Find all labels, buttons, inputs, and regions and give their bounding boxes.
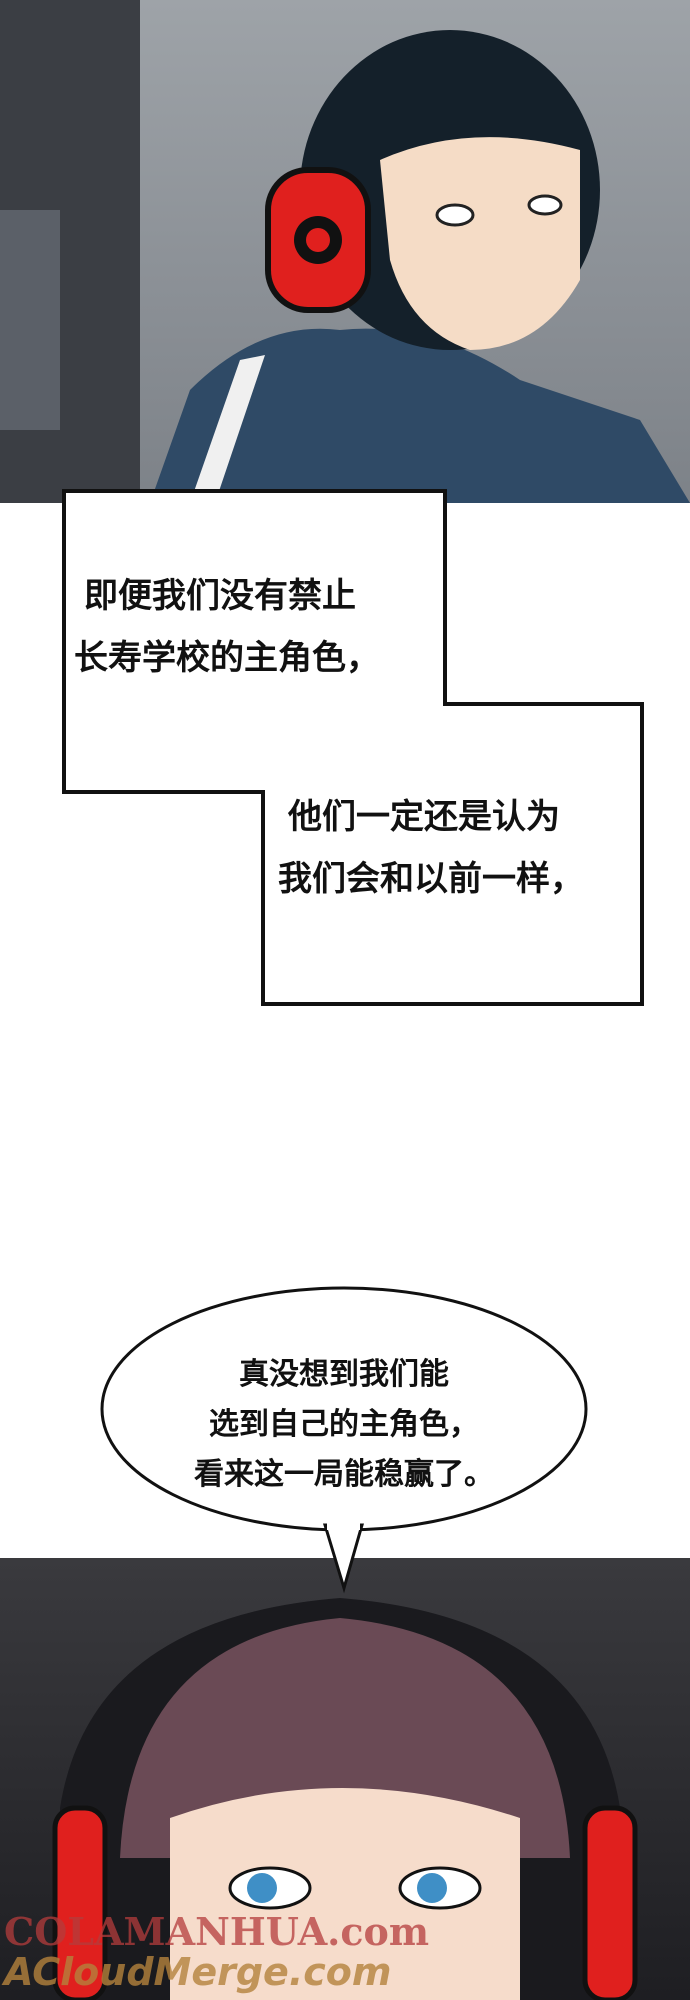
caption-line: 他们一定还是认为 (288, 797, 560, 837)
eye (247, 1873, 277, 1903)
speech-line: 看来这一局能稳赢了。 (194, 1457, 494, 1492)
caption-box-1: 即便我们没有禁止 长寿学校的主角色， (74, 565, 380, 689)
boy-gamer-illustration (52, 1598, 638, 2000)
speech-line: 选到自己的主角色， (209, 1407, 479, 1442)
jacket (150, 328, 690, 503)
hair (120, 1618, 570, 1858)
comic-panel-boy-gamer (0, 1558, 690, 2000)
eye (527, 194, 563, 216)
caption-line: 我们会和以前一样， (278, 859, 584, 899)
speech-line: 真没想到我们能 (239, 1357, 449, 1392)
headset-earcup (52, 1805, 108, 2000)
jacket-stripe (190, 355, 265, 503)
caption-box-2: 他们一定还是认为 我们会和以前一样， (278, 786, 584, 910)
face (170, 1788, 520, 2000)
computer-case (0, 210, 60, 430)
watermark-line: COLAMANHUA.com (4, 1909, 430, 1954)
watermark-line: ACloudMerge.com (4, 1950, 392, 1994)
eye (417, 1873, 447, 1903)
speech-bubble-shape (100, 1286, 588, 1594)
caption-boxes (62, 489, 644, 1006)
headset-center (306, 228, 330, 252)
girl-gamer-illustration (0, 0, 690, 503)
eye (435, 203, 475, 227)
face (380, 137, 580, 350)
caption-line: 长寿学校的主角色， (74, 638, 380, 678)
speech-bubble: 真没想到我们能 选到自己的主角色， 看来这一局能稳赢了。 (102, 1350, 586, 1500)
headset-earcup (582, 1805, 638, 2000)
watermark: COLAMANHUA.com ACloudMerge.com (4, 1909, 430, 1994)
caption-line: 即便我们没有禁止 (84, 576, 356, 616)
comic-panel-girl-gamer (0, 0, 690, 503)
